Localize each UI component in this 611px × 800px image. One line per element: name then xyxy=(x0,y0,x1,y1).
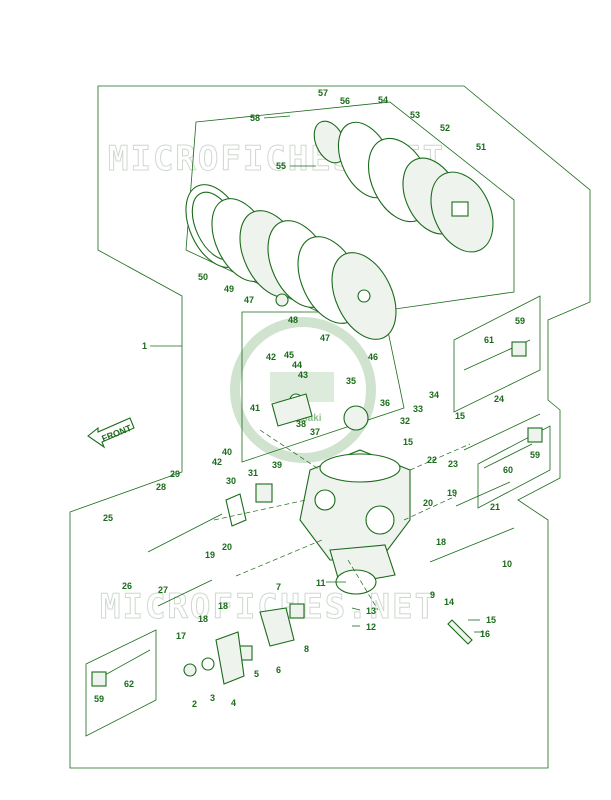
callout-38: 38 xyxy=(296,419,306,429)
assembly-frame xyxy=(69,85,591,769)
alignment-lines xyxy=(213,429,471,611)
callout-48: 48 xyxy=(288,315,298,325)
callout-47a: 47 xyxy=(244,295,254,305)
callout-61: 61 xyxy=(484,335,494,345)
callout-7: 7 xyxy=(276,582,281,592)
callout-1: 1 xyxy=(142,341,147,351)
callout-19a: 19 xyxy=(205,550,215,560)
callout-55: 55 xyxy=(276,161,286,171)
callout-58: 58 xyxy=(250,113,260,123)
callout-11: 11 xyxy=(316,578,326,588)
callout-60: 60 xyxy=(503,465,513,475)
callout-16: 16 xyxy=(480,629,490,639)
callout-15a: 15 xyxy=(486,615,496,625)
callout-33: 33 xyxy=(413,404,423,414)
callout-25: 25 xyxy=(103,513,113,523)
callout-50: 50 xyxy=(198,272,208,282)
shaft-parts xyxy=(91,293,543,687)
callout-59c: 59 xyxy=(94,694,104,704)
callout-37: 37 xyxy=(310,427,320,437)
callout-34: 34 xyxy=(429,390,439,400)
callout-32: 32 xyxy=(400,416,410,426)
callout-15b: 15 xyxy=(403,437,413,447)
callout-18c: 18 xyxy=(436,537,446,547)
callout-18a: 18 xyxy=(198,614,208,624)
callout-59b: 59 xyxy=(530,450,540,460)
diaphragm-stack xyxy=(185,120,494,340)
callout-29: 29 xyxy=(170,469,180,479)
callout-22: 22 xyxy=(427,455,437,465)
callout-42a: 42 xyxy=(266,352,276,362)
callout-13: 13 xyxy=(366,606,376,616)
callout-numbers: 1 2 3 4 5 6 7 8 9 10 11 12 13 14 15 15 1… xyxy=(94,88,540,709)
callout-43: 43 xyxy=(298,370,308,380)
callout-45: 45 xyxy=(284,350,294,360)
carburetor-body xyxy=(299,449,411,586)
callout-36: 36 xyxy=(380,398,390,408)
callout-30: 30 xyxy=(226,476,236,486)
callout-47b: 47 xyxy=(320,333,330,343)
callout-39: 39 xyxy=(272,460,282,470)
callout-44: 44 xyxy=(292,360,302,370)
callout-20a: 20 xyxy=(222,542,232,552)
callout-42b: 42 xyxy=(212,457,222,467)
callout-49: 49 xyxy=(224,284,234,294)
callout-18b: 18 xyxy=(218,601,228,611)
callout-12: 12 xyxy=(366,622,376,632)
callout-62: 62 xyxy=(124,679,134,689)
callout-51: 51 xyxy=(476,142,486,152)
callout-19b: 19 xyxy=(447,488,457,498)
callout-31: 31 xyxy=(248,468,258,478)
kawasaki-logo: Kawasaki xyxy=(230,317,376,463)
callout-26: 26 xyxy=(122,581,132,591)
callout-52: 52 xyxy=(440,123,450,133)
callout-41: 41 xyxy=(250,403,260,413)
callout-3: 3 xyxy=(210,693,215,703)
callout-53: 53 xyxy=(410,110,420,120)
callout-8: 8 xyxy=(304,644,309,654)
callout-57: 57 xyxy=(318,88,328,98)
callout-56: 56 xyxy=(340,96,350,106)
callout-4: 4 xyxy=(231,698,236,708)
callout-10: 10 xyxy=(502,559,512,569)
callout-59a: 59 xyxy=(515,316,525,326)
callout-46: 46 xyxy=(368,352,378,362)
callout-23: 23 xyxy=(448,459,458,469)
callout-40: 40 xyxy=(222,447,232,457)
callout-24: 24 xyxy=(494,394,504,404)
inset-box-62 xyxy=(85,629,157,737)
callout-27: 27 xyxy=(158,585,168,595)
diaphragm-box xyxy=(185,101,515,319)
callout-9: 9 xyxy=(430,590,435,600)
callout-2: 2 xyxy=(192,699,197,709)
callout-15c: 15 xyxy=(455,411,465,421)
callout-17: 17 xyxy=(176,631,186,641)
callout-35: 35 xyxy=(346,376,356,386)
callout-5: 5 xyxy=(254,669,259,679)
front-arrow-icon: FRONT xyxy=(87,417,135,449)
inset-box-60 xyxy=(477,425,551,509)
callout-28: 28 xyxy=(156,482,166,492)
callout-21: 21 xyxy=(490,502,500,512)
callout-54: 54 xyxy=(378,95,388,105)
leader-lines xyxy=(150,115,484,633)
callout-14: 14 xyxy=(444,597,454,607)
callout-20b: 20 xyxy=(423,498,433,508)
callout-6: 6 xyxy=(276,665,281,675)
inset-box-61 xyxy=(453,295,541,413)
